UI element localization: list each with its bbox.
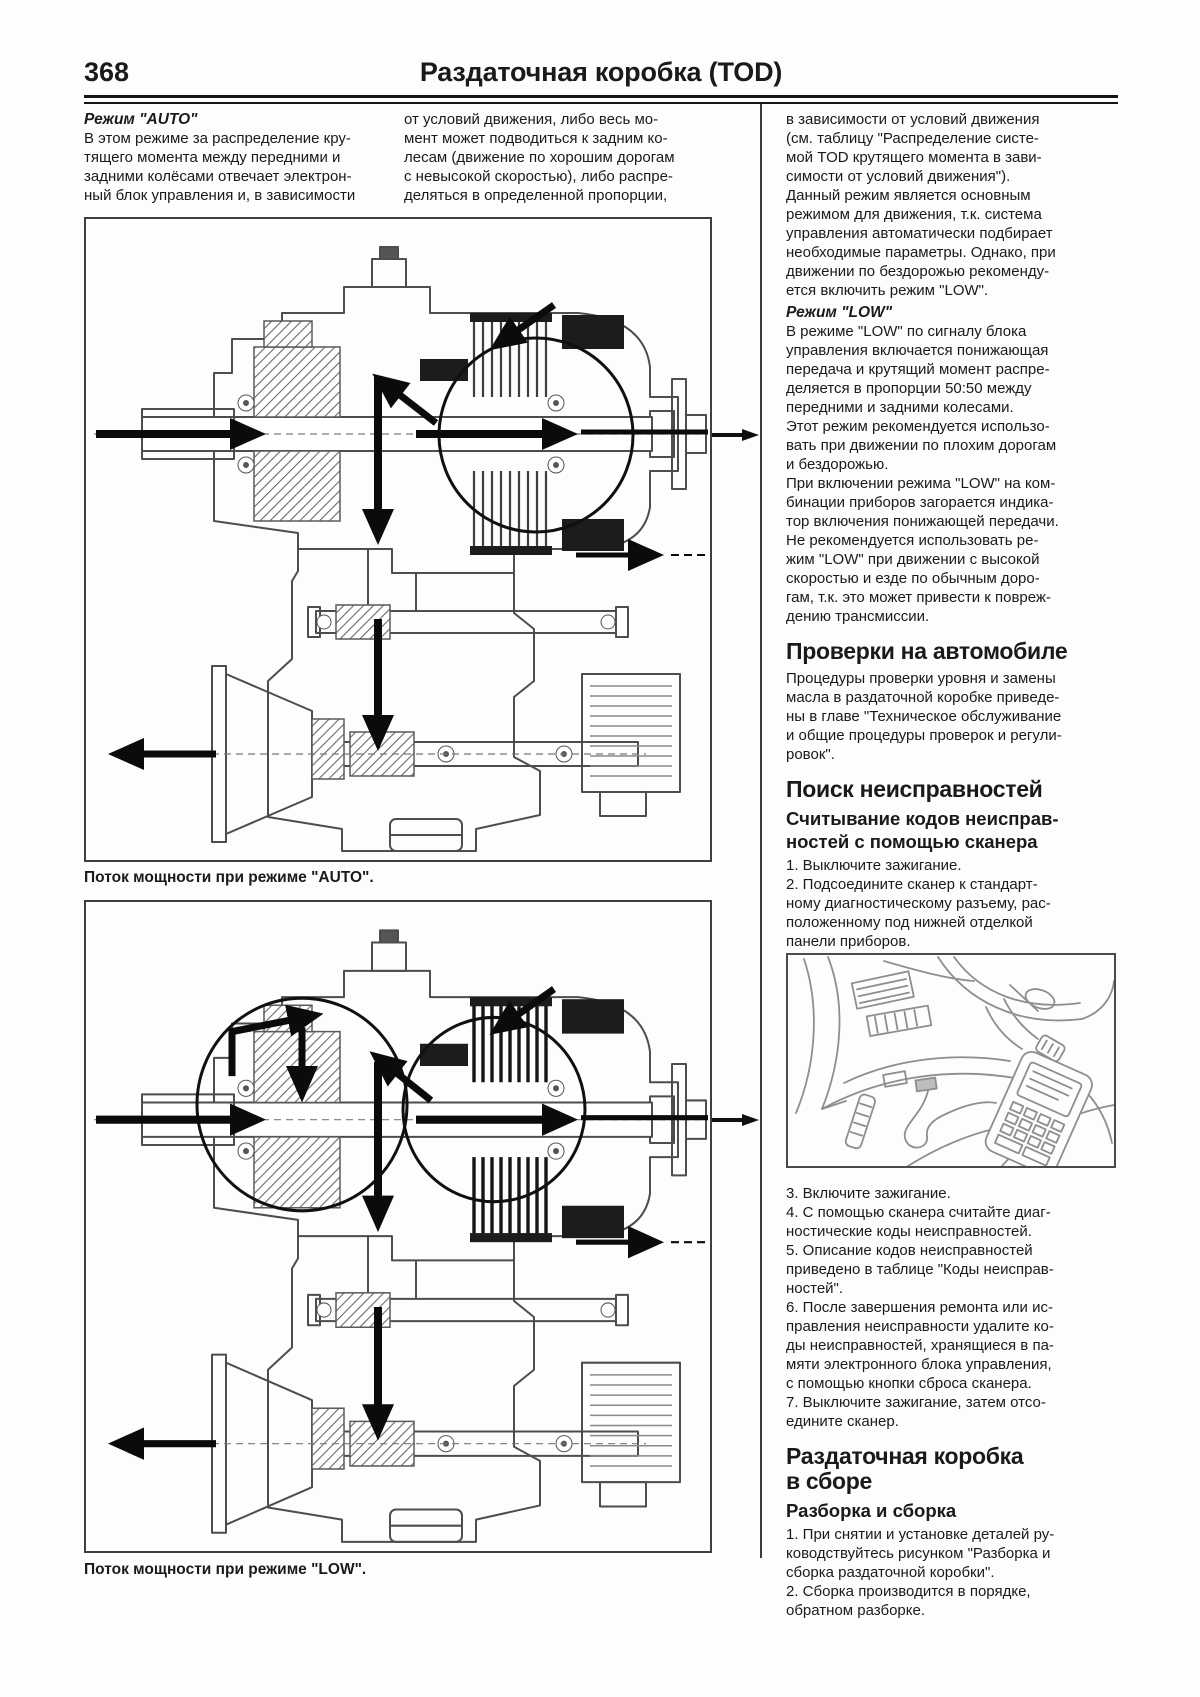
column-2: от условий движения, либо весь мо- мент … (404, 110, 716, 205)
power-flow-low-figure (84, 900, 712, 1553)
header-rule-thin (84, 102, 1118, 104)
section-assembly-heading: Раздаточная коробка в сборе (786, 1443, 1024, 1494)
figure-caption-auto: Поток мощности при режиме "AUTO". (84, 869, 374, 886)
power-flow-auto-figure (84, 217, 712, 862)
column-3: в зависимости от условий движения (см. т… (786, 110, 1118, 1620)
gear-blocks (253, 320, 415, 780)
section-checks-heading: Проверки на автомобиле (786, 638, 1068, 664)
transfer-case-low-diagram (94, 929, 708, 1543)
column-1: Режим "AUTO" В этом режиме за распределе… (84, 110, 398, 205)
troubleshooting-subheading: Считывание кодов неисправ- ностей с помо… (786, 808, 1059, 852)
troubleshooting-steps-1: 1. Выключите зажигание. 2. Подсоедините … (786, 857, 1051, 950)
figure-frame (84, 900, 712, 1553)
page-title: Раздаточная коробка (TOD) (419, 57, 783, 87)
mode-low-paragraph: В режиме "LOW" по сигналу блока управлен… (786, 323, 1059, 625)
rear-output-arrow (712, 1114, 762, 1126)
troubleshooting-steps-2: 3. Включите зажигание. 4. С помощью скан… (786, 1185, 1054, 1430)
clutch-pack (472, 1005, 548, 1235)
scanner-illustration (795, 956, 1114, 1166)
actuator-fins (590, 685, 672, 777)
mode-auto-paragraph-continued: от условий движения, либо весь мо- мент … (404, 111, 675, 204)
rear-output-arrow (712, 429, 762, 441)
scanner-connection-figure (786, 953, 1116, 1168)
mode-auto-heading: Режим "AUTO" (84, 111, 198, 128)
actuator-fins (590, 1374, 672, 1467)
mode-low-heading: Режим "LOW" (786, 304, 893, 321)
figure-caption-low: Поток мощности при режиме "LOW". (84, 1561, 367, 1578)
mode-auto-paragraph-end: в зависимости от условий движения (см. т… (786, 111, 1056, 299)
page-number: 368 (84, 57, 130, 87)
assembly-subheading: Разборка и сборка (786, 1500, 957, 1521)
assembly-steps: 1. При снятии и установке деталей ру- ко… (786, 1526, 1055, 1619)
bearings (237, 1079, 616, 1453)
transfer-case-auto-diagram (94, 246, 708, 852)
mode-auto-paragraph: В этом режиме за распределение кру- тяще… (84, 130, 356, 204)
planetary-flow-circle (195, 996, 409, 1213)
header-rule-thick (84, 95, 1118, 98)
figure-frame (84, 217, 712, 862)
section-troubleshooting-heading: Поиск неисправностей (786, 776, 1043, 802)
power-flow-arrows (96, 986, 708, 1460)
power-flow-arrows (96, 302, 708, 770)
column-divider (760, 104, 762, 1558)
section-checks-paragraph: Процедуры проверки уровня и замены масла… (786, 670, 1062, 763)
